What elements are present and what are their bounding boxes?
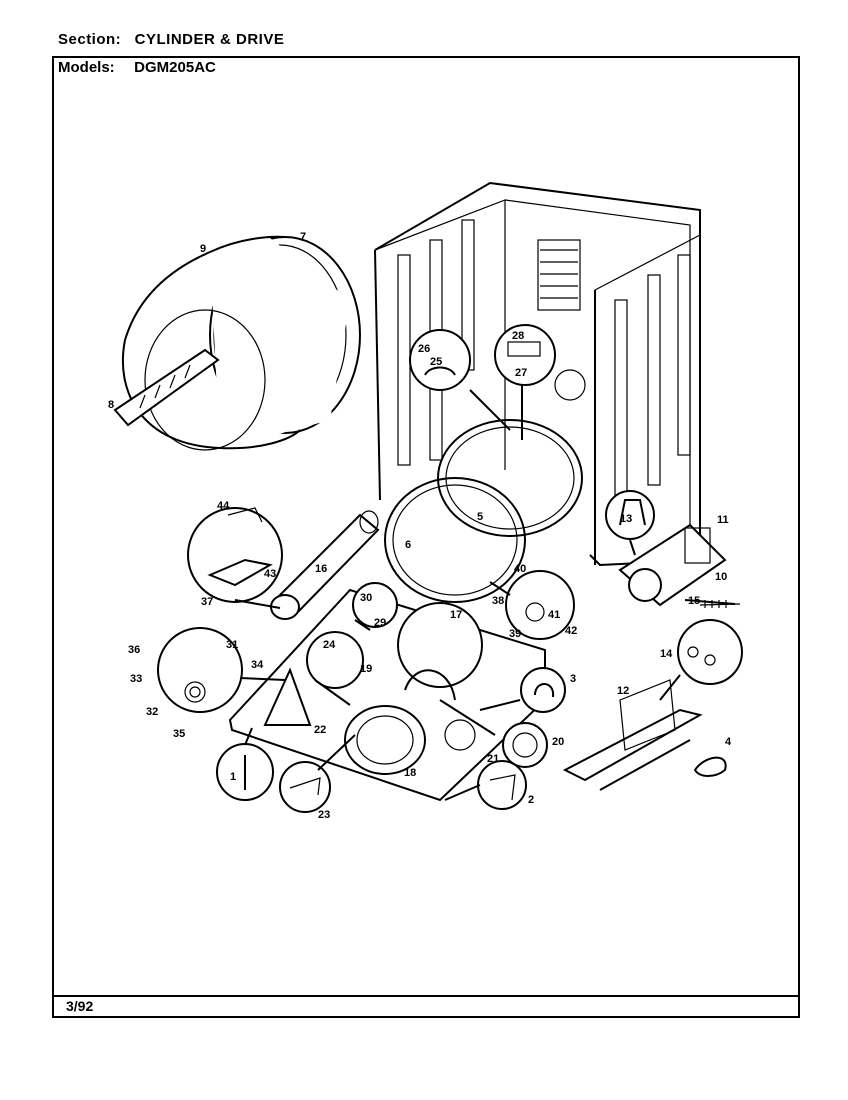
part-label: 10: [715, 571, 727, 583]
part-label: 26: [418, 343, 430, 355]
part-label: 29: [374, 617, 386, 629]
diagram-frame: [52, 56, 800, 1018]
part-label: 7: [300, 231, 306, 243]
hardware-drawing: [699, 600, 741, 608]
section-key: Section:: [58, 31, 122, 48]
part-label: 14: [660, 648, 673, 660]
part-label: 35: [173, 728, 185, 740]
part-label: 17: [450, 609, 462, 621]
part-label: 20: [552, 736, 564, 748]
part-label: 11: [717, 514, 729, 526]
footer-divider: [52, 995, 800, 997]
part-label: 2: [528, 794, 534, 806]
part-label: 36: [128, 644, 140, 656]
part-label: 42: [565, 625, 577, 637]
models-value: DGM205AC: [134, 59, 216, 76]
revision-date: 3/92: [66, 998, 94, 1014]
part-label: 37: [201, 596, 213, 608]
part-label: 33: [130, 673, 142, 685]
part-label: 22: [314, 724, 326, 736]
part-label: 39: [509, 628, 521, 640]
part-label: 31: [226, 639, 238, 651]
part-label: 15: [688, 595, 700, 607]
part-label: 8: [108, 399, 114, 411]
section-header: Section: CYLINDER & DRIVE: [58, 31, 284, 48]
motor-drawing: [618, 523, 736, 607]
part-label: 23: [318, 809, 330, 821]
bulkhead-rings-drawing: [384, 419, 583, 603]
part-label: 1: [230, 771, 236, 783]
part-label: 40: [514, 563, 526, 575]
detail-callout-circles: [157, 324, 743, 813]
part-label: 25: [430, 356, 442, 368]
part-label: 13: [620, 513, 632, 525]
part-label: 3: [570, 673, 576, 685]
idler-bracket-drawing: [562, 679, 703, 791]
drum-cylinder-drawing: [113, 235, 361, 451]
base-drawing: [228, 588, 546, 802]
part-label: 24: [323, 639, 336, 651]
part-label: 43: [264, 568, 276, 580]
part-label: 32: [146, 706, 158, 718]
part-label: 41: [548, 609, 560, 621]
part-label: 44: [217, 500, 230, 512]
part-label: 12: [617, 685, 629, 697]
part-label: 21: [487, 753, 499, 765]
part-label: 34: [251, 659, 264, 671]
part-label: 16: [315, 563, 327, 575]
part-label: 38: [492, 595, 504, 607]
part-label: 18: [404, 767, 416, 779]
section-value: CYLINDER & DRIVE: [134, 31, 285, 48]
models-header: Models: DGM205AC: [58, 59, 216, 76]
part-label: 27: [515, 367, 527, 379]
part-number-labels: 1 2 3 4 5 6 7 8 9 10 11 12 13 14 15 16 1…: [108, 231, 732, 821]
part-label: 6: [405, 539, 411, 551]
part-label: 5: [477, 511, 483, 523]
part-label: 19: [360, 663, 372, 675]
leader-lines: [234, 385, 681, 801]
part-label: 4: [725, 736, 732, 748]
cabinet-drawing: [374, 181, 701, 567]
part-label: 28: [512, 330, 524, 342]
part-label: 9: [200, 243, 206, 255]
models-key: Models:: [58, 59, 115, 76]
part-label: 30: [360, 592, 372, 604]
